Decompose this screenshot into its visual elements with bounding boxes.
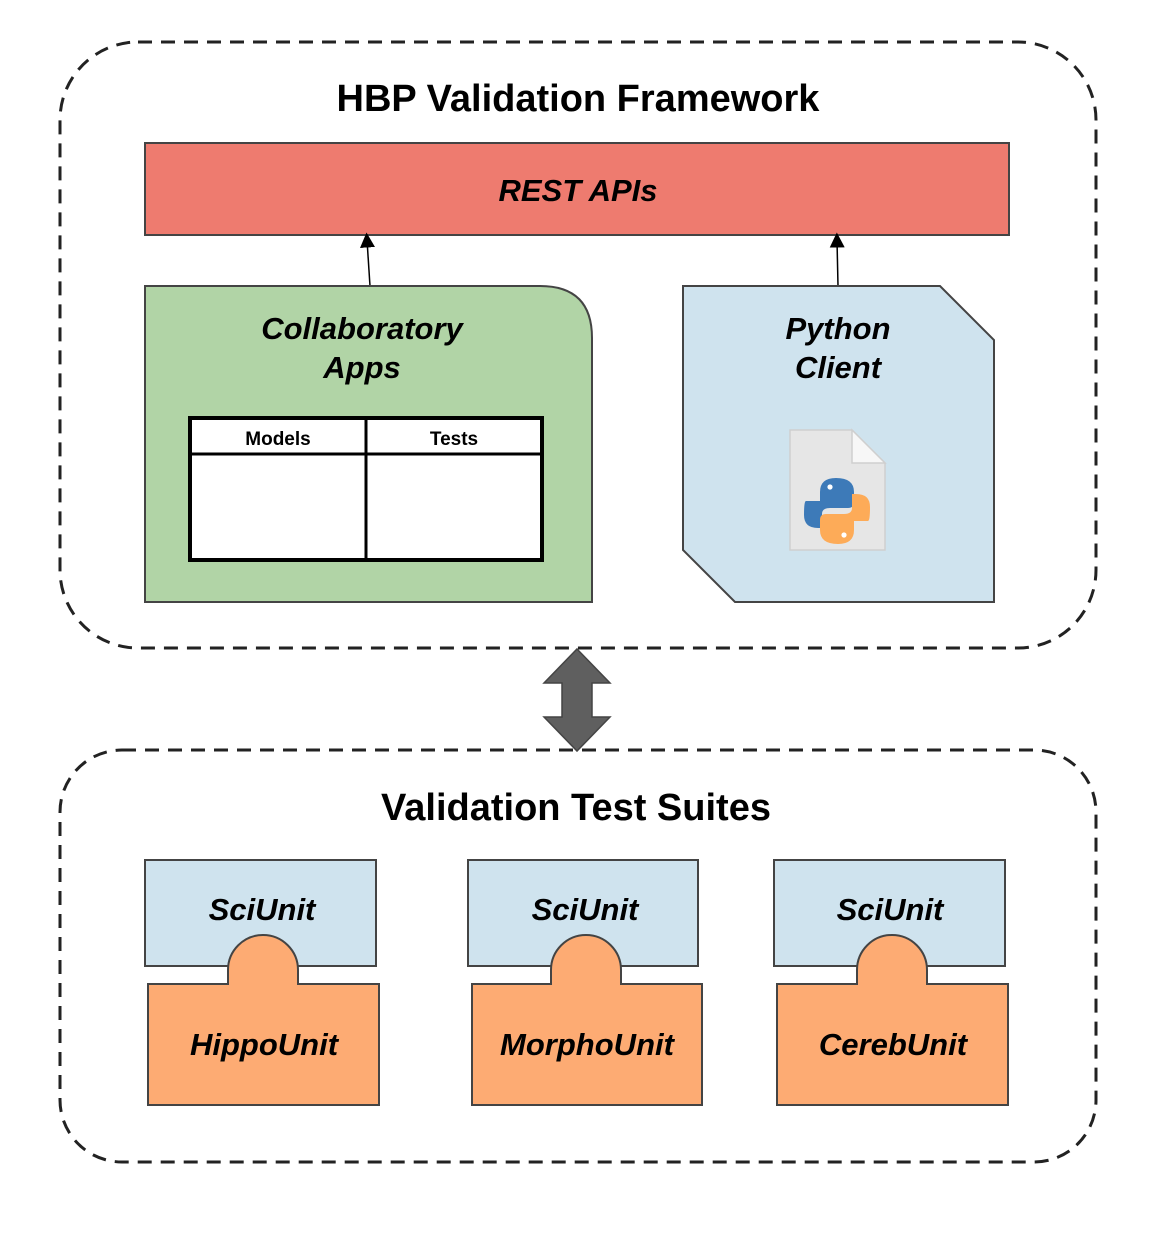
morphounit-label: MorphoUnit <box>500 1027 676 1062</box>
hippounit-label: HippoUnit <box>190 1027 340 1062</box>
client-to-api-arrow <box>829 232 845 287</box>
rest-api-bar <box>144 142 1010 236</box>
collab-apps-label-2: Apps <box>322 350 401 385</box>
suite-cerebunit: SciUnit CerebUnit <box>773 859 1009 1106</box>
cerebunit-label: CerebUnit <box>819 1027 969 1062</box>
morphounit-block <box>471 934 703 1106</box>
double-arrow-icon <box>542 647 612 753</box>
sciunit-label: SciUnit <box>837 892 945 927</box>
table-header-models: Models <box>245 429 310 450</box>
cerebunit-block <box>776 934 1009 1106</box>
sciunit-label: SciUnit <box>209 892 317 927</box>
test-suites-container <box>58 748 1098 1164</box>
table-header-tests: Tests <box>430 429 478 450</box>
framework-container <box>58 40 1098 650</box>
suite-hippounit: SciUnit HippoUnit <box>144 859 380 1106</box>
hippounit-block <box>147 934 380 1106</box>
suite-morphounit: SciUnit MorphoUnit <box>467 859 703 1106</box>
sciunit-label: SciUnit <box>532 892 640 927</box>
python-client-label-2: Client <box>795 350 883 385</box>
python-client-label-1: Python <box>785 311 890 346</box>
rest-api-label: REST APIs <box>498 173 657 208</box>
models-tests-table: Models Tests <box>188 416 544 562</box>
framework-title: HBP Validation Framework <box>337 78 821 120</box>
collab-apps-label-1: Collaboratory <box>261 311 464 346</box>
python-file-icon <box>789 428 887 551</box>
test-suites-title: Validation Test Suites <box>381 787 771 829</box>
collab-to-api-arrow <box>360 232 375 287</box>
